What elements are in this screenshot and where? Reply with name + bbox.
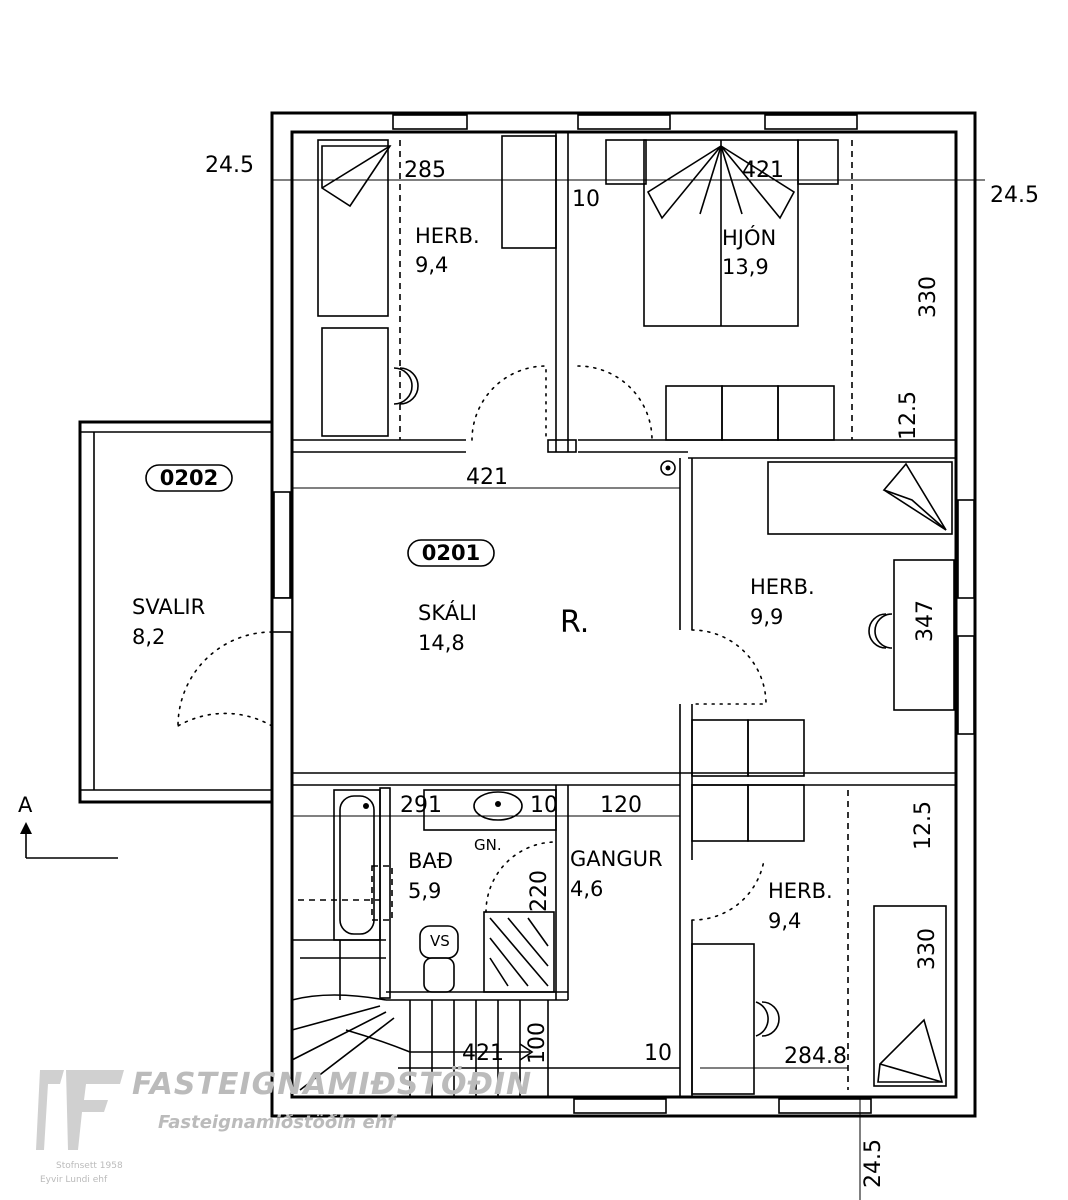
svalir-area: 8,2	[132, 625, 165, 649]
hjon-area: 13,9	[722, 255, 769, 279]
hjon-name: HJÓN	[722, 225, 776, 250]
svalir-name: SVALIR	[132, 595, 205, 619]
dim-hjon-depth: 330	[916, 276, 941, 318]
dim-herb-se-depth: 330	[915, 928, 940, 970]
furniture-herb-se	[691, 905, 947, 1095]
dim-wall-mid-right: 12.5	[896, 391, 921, 440]
closets	[298, 140, 853, 1090]
skali-code: 0201	[422, 541, 480, 565]
furniture-herb-e	[691, 461, 955, 842]
furniture-herb-nw	[317, 135, 557, 437]
herb-nw-area: 9,4	[415, 253, 448, 277]
furniture-hjon	[605, 139, 839, 441]
windows	[271, 114, 975, 1114]
dim-herb-se-width: 284.8	[784, 1044, 847, 1069]
dim-skali-width: 421	[466, 465, 508, 490]
dim-bath-width: 291	[400, 793, 442, 818]
gangur-area: 4,6	[570, 877, 603, 901]
watermark-est: Stofnsett 1958	[56, 1161, 123, 1171]
svalir-code: 0202	[160, 466, 218, 490]
watermark: FASTEIGNAMIÐSTÖÐIN Fasteignamiðstöðin eh…	[36, 1065, 532, 1185]
gn-label: GN.	[474, 836, 502, 854]
interior-walls	[292, 132, 956, 1097]
dim-stair-width: 421	[462, 1041, 504, 1066]
dim-partition-bottom: 10	[644, 1041, 672, 1066]
stairs	[291, 939, 680, 1097]
bad-name: BAÐ	[408, 849, 453, 873]
watermark-name: Fasteignamiðstöðin ehf	[158, 1112, 398, 1133]
r-mark: R.	[560, 605, 589, 640]
herb-nw-name: HERB.	[415, 224, 480, 248]
skali-name: SKÁLI	[418, 600, 477, 625]
watermark-owner: Eyvir Lundi ehf	[40, 1175, 108, 1185]
gangur-name: GANGUR	[570, 847, 663, 871]
section-label: A	[18, 793, 33, 817]
herb-se-area: 9,4	[768, 909, 801, 933]
dim-herb-e-depth: 347	[913, 600, 938, 642]
dim-bath-partition: 10	[530, 793, 558, 818]
vs-label: VS	[430, 932, 450, 950]
dim-hjon-width: 421	[742, 158, 784, 183]
dim-herb-nw-width: 285	[404, 158, 446, 183]
dim-stair-step: 100	[525, 1022, 550, 1064]
dim-bottom-right: 24.5	[861, 1139, 886, 1188]
dim-bath-depth: 220	[527, 870, 552, 912]
skali-area: 14,8	[418, 631, 465, 655]
dim-top-left: 24.5	[205, 153, 254, 178]
dim-wall-lower-right: 12.5	[911, 801, 936, 850]
herb-e-area: 9,9	[750, 605, 783, 629]
bathroom-fixtures	[333, 789, 557, 993]
herb-se-name: HERB.	[768, 879, 833, 903]
door-swings	[177, 365, 767, 921]
section-marker	[20, 822, 118, 859]
herb-e-name: HERB.	[750, 575, 815, 599]
room-tags	[145, 464, 495, 567]
dimension-lines	[272, 179, 985, 1200]
dim-top-right: 24.5	[990, 183, 1039, 208]
exterior-walls	[270, 111, 977, 1118]
watermark-brand: FASTEIGNAMIÐSTÖÐIN	[132, 1065, 532, 1102]
dim-partition-top: 10	[572, 187, 600, 212]
balcony	[78, 420, 274, 804]
bad-area: 5,9	[408, 879, 441, 903]
dim-gangur-width: 120	[600, 793, 642, 818]
